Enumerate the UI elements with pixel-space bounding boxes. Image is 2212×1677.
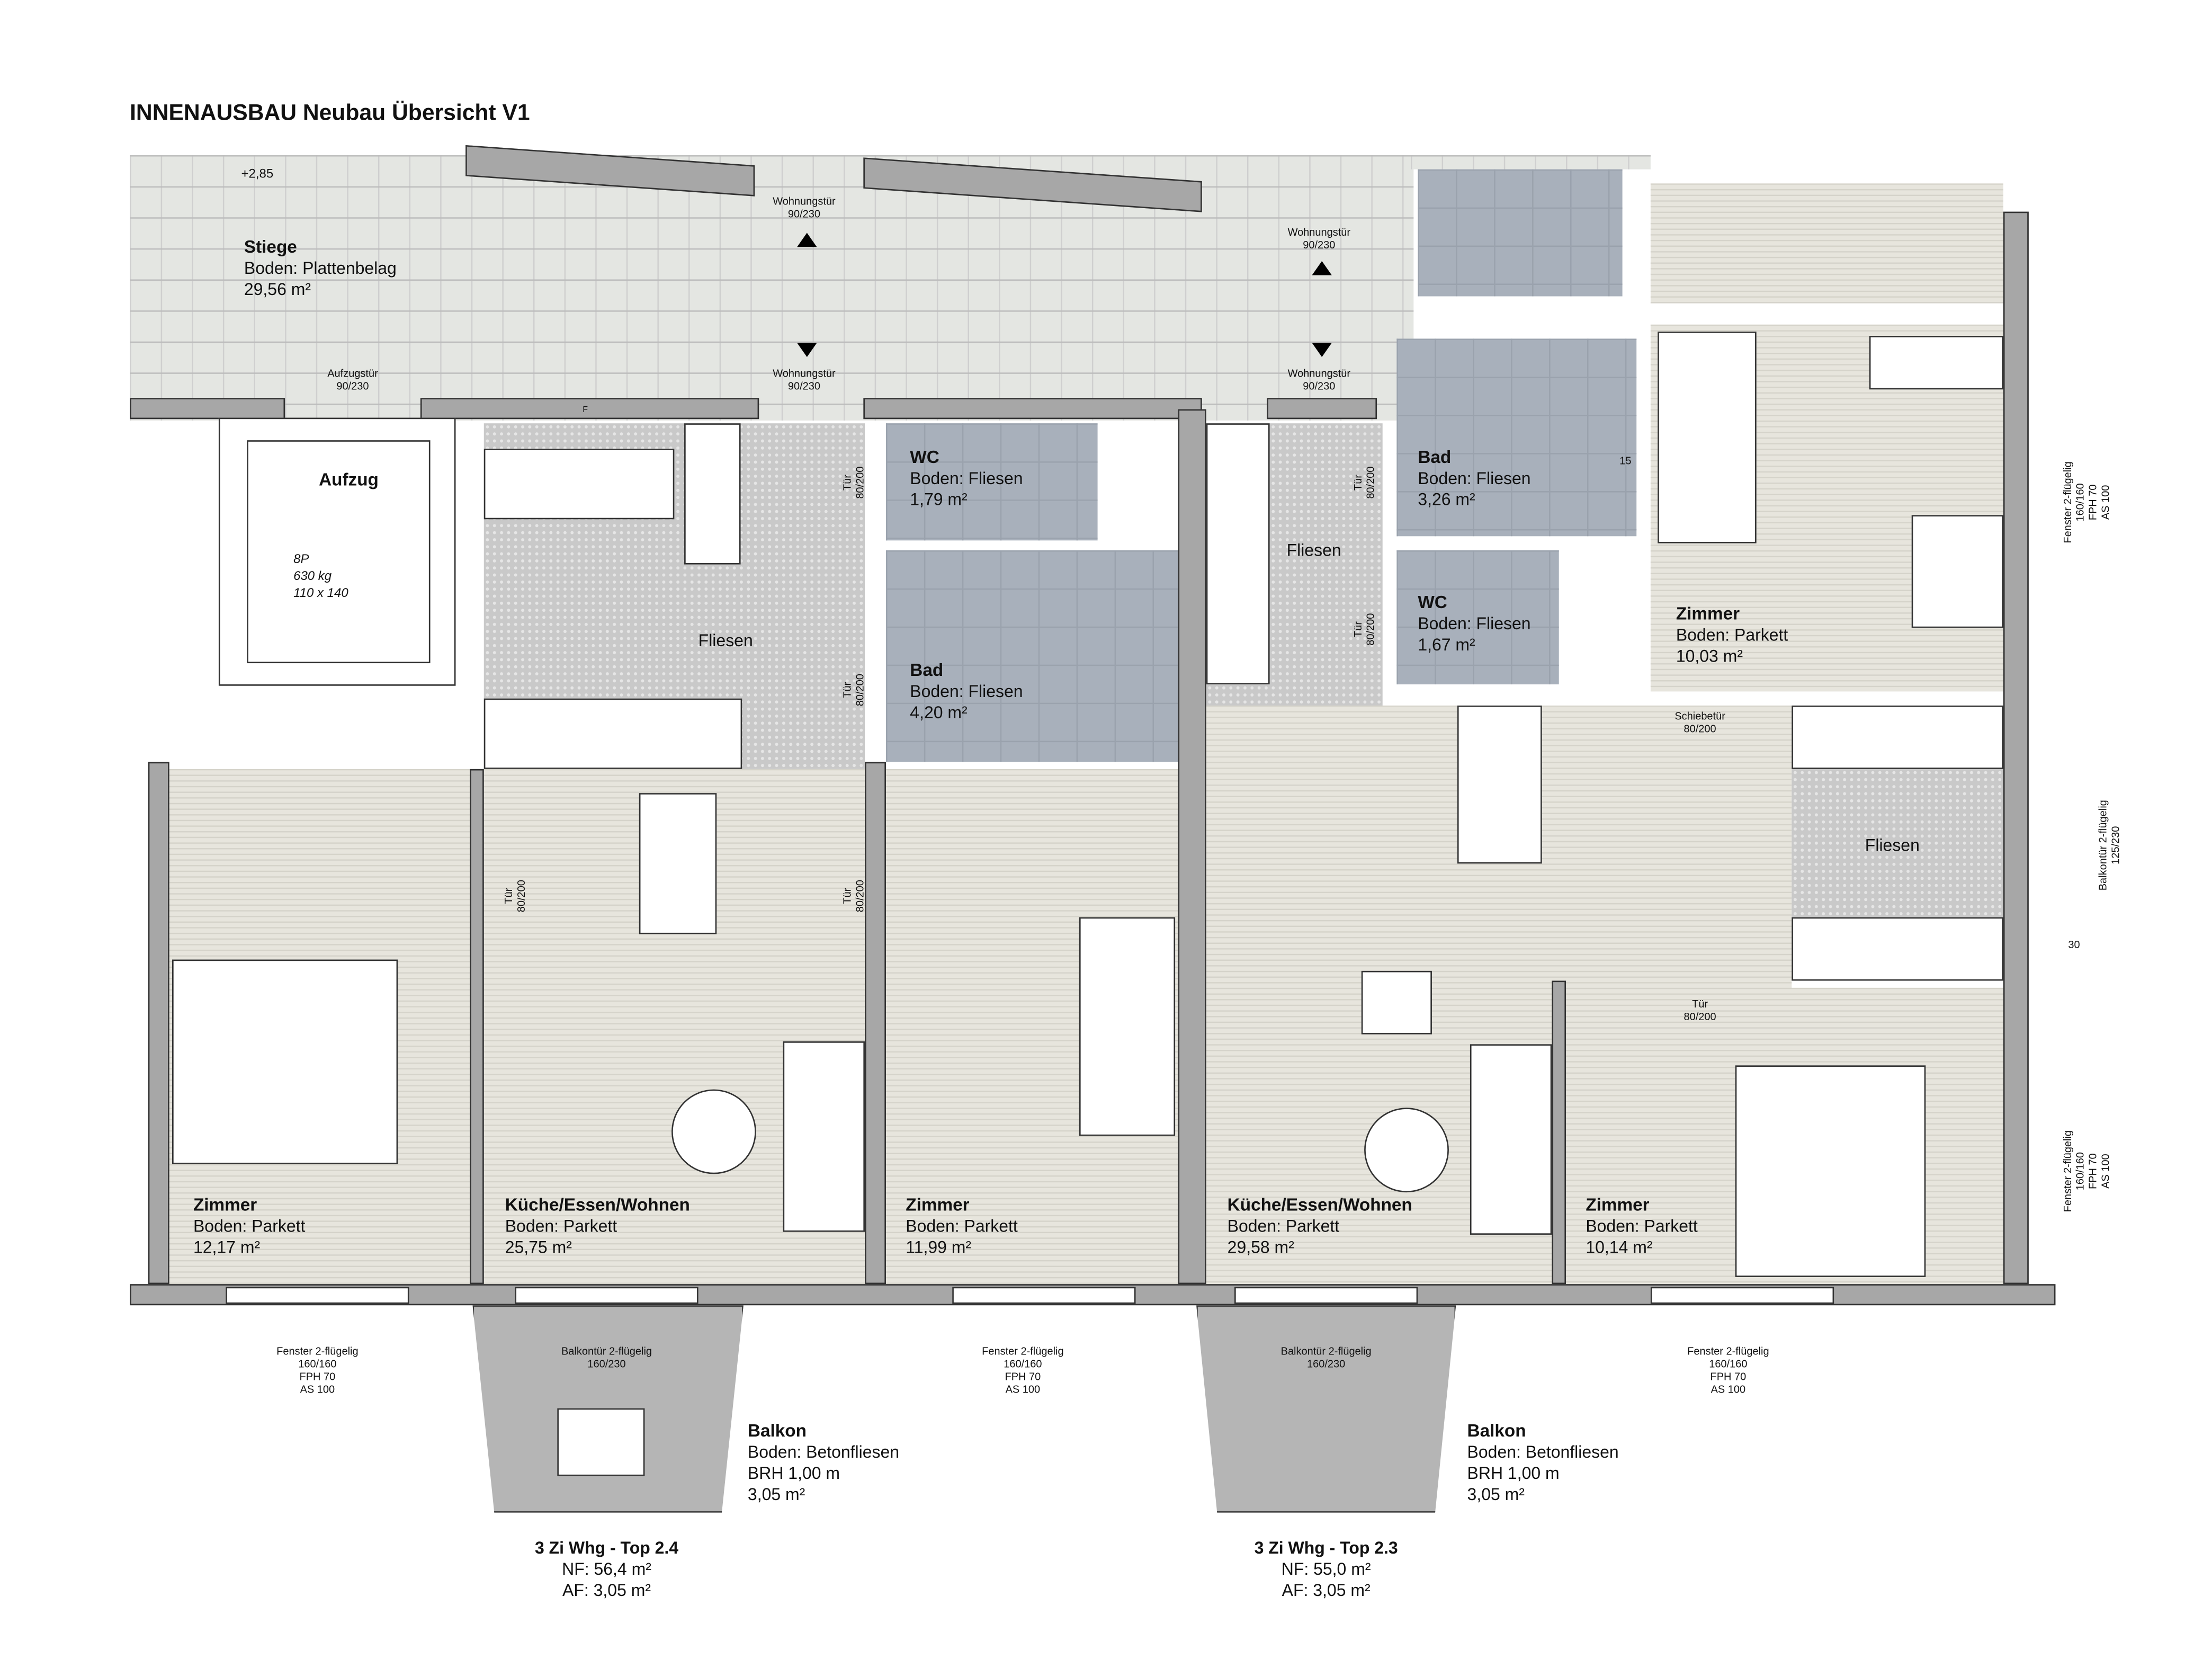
- double-bed: [172, 959, 398, 1164]
- room-label-fliesen: Fliesen: [698, 630, 753, 651]
- arrow-down-icon: [1312, 343, 1332, 357]
- counter: [483, 449, 675, 520]
- counter-stove: [483, 698, 742, 769]
- fridge-label: F: [583, 406, 588, 415]
- wall: [148, 762, 169, 1284]
- coffee-table: [1364, 1108, 1449, 1193]
- wc-left-floor: [885, 423, 1098, 541]
- dimension-30: 30: [2068, 938, 2080, 951]
- wall: [865, 762, 886, 1284]
- wall: [1178, 409, 1206, 1284]
- desk: [1869, 336, 2003, 390]
- arrow-up-icon: [1312, 261, 1332, 275]
- balcony-left: [472, 1305, 744, 1513]
- wall: [1552, 980, 1566, 1284]
- balcony-door: [515, 1287, 698, 1304]
- wall: [1267, 398, 1377, 420]
- balcony-table: [557, 1408, 645, 1476]
- bed: [1658, 332, 1757, 543]
- arrow-up-icon: [797, 233, 817, 247]
- wc-right-floor: [1396, 550, 1559, 685]
- coffee-table: [671, 1089, 756, 1174]
- bath-upper-floor: [1418, 169, 1623, 297]
- sofa: [1470, 1044, 1552, 1235]
- room-floor-top: [1650, 183, 2003, 304]
- wall: [863, 398, 1202, 420]
- wardrobe: [1911, 515, 2003, 628]
- bed: [1079, 917, 1176, 1136]
- wall: [470, 769, 484, 1284]
- window: [226, 1287, 409, 1304]
- counter-sink: [1792, 706, 2003, 769]
- room-label-fliesen: Fliesen: [1865, 835, 1920, 855]
- page-title: INNENAUSBAU Neubau Übersicht V1: [130, 101, 530, 126]
- window: [952, 1287, 1136, 1304]
- stairwell-floor-ext: [1411, 155, 1651, 170]
- bad-right-floor: [1396, 338, 1637, 537]
- dining-table: [639, 793, 717, 934]
- arrow-down-icon: [797, 343, 817, 357]
- exterior-wall: [2003, 211, 2029, 1284]
- balcony-door: [1234, 1287, 1418, 1304]
- level-label: +2,85: [241, 166, 274, 181]
- kitchen-tile-floor-right: [1792, 769, 2003, 917]
- cabinet: [684, 423, 741, 565]
- armchair: [1361, 970, 1432, 1034]
- elevator-cabin: [247, 440, 431, 664]
- counter-stove: [1792, 917, 2003, 981]
- balcony-right: [1196, 1305, 1456, 1513]
- dining-table: [1457, 706, 1542, 864]
- wall: [420, 398, 759, 420]
- double-bed: [1735, 1065, 1926, 1277]
- sofa: [783, 1041, 865, 1232]
- wardrobe: [1206, 423, 1270, 685]
- window: [1650, 1287, 1834, 1304]
- bad-left-floor: [885, 550, 1178, 762]
- room-label-fliesen: Fliesen: [1286, 540, 1341, 560]
- wall: [130, 398, 285, 420]
- dimension-15: 15: [1619, 454, 1632, 467]
- room-label-aufzug: Aufzug: [319, 470, 379, 490]
